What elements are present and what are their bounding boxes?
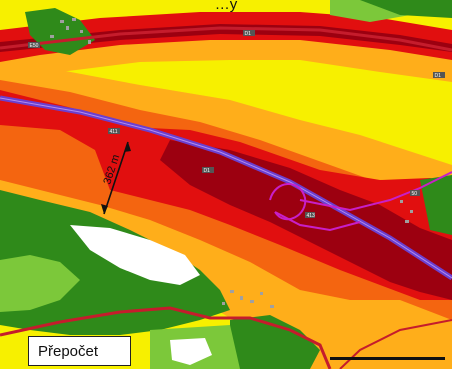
legend-box[interactable]: Přepočet — [28, 336, 131, 366]
road-shield-label: 50 — [412, 191, 418, 197]
road-shield-label: 413 — [307, 213, 316, 219]
road-shield-label: E50 — [30, 43, 39, 49]
road-shield-label: D1 — [204, 168, 211, 174]
open-field — [70, 225, 200, 285]
road-shield-label: D1 — [245, 31, 252, 37]
noise-zone-extreme — [160, 140, 452, 300]
map-title: …y — [214, 0, 238, 13]
highway-d1-center — [0, 97, 452, 279]
road-shield-label: D1 — [435, 73, 442, 79]
interchange-ramp-south — [274, 211, 361, 232]
arrow-head-top — [124, 142, 131, 152]
road-lower — [0, 306, 332, 369]
scale-bar — [330, 357, 445, 360]
meadow-area — [0, 255, 80, 312]
forest-top-right — [360, 0, 452, 18]
arrow-head-bottom — [101, 204, 108, 214]
forest-area-bottom — [230, 315, 320, 369]
road-shield-label: 411 — [110, 129, 118, 135]
green-right-edge — [420, 175, 452, 235]
open-field-small — [170, 338, 212, 365]
settlement-buildings — [50, 18, 413, 308]
road-noise-upper — [0, 12, 452, 62]
interchange-ramp-east — [299, 171, 452, 212]
distance-arrow — [103, 141, 129, 215]
legend-label: Přepočet — [38, 343, 99, 360]
road-upper — [0, 26, 452, 52]
